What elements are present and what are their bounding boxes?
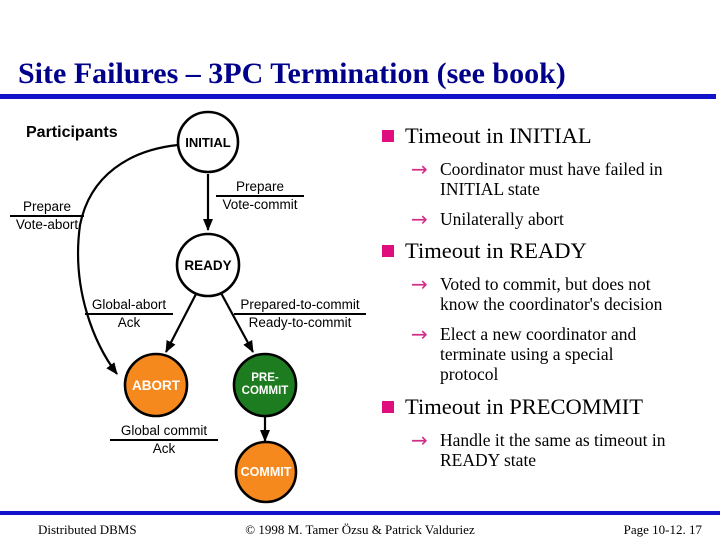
sub-bullet: → Elect a new coordinator and terminate … — [411, 324, 718, 384]
transition-response: Ready-to-commit — [248, 315, 352, 330]
transition-response: Ack — [152, 441, 176, 456]
arrow-bullet-icon: → — [411, 207, 428, 231]
transition-label-prepared-to-commit: Prepared-to-commit Ready-to-commit — [234, 298, 366, 330]
transition-label-prepare-vote-commit: Prepare Vote-commit — [216, 180, 304, 212]
footer-copyright: © 1998 M. Tamer Özsu & Patrick Valduriez — [245, 522, 475, 537]
bullet-section-timeout-precommit: Timeout in PRECOMMIT → Handle it the sam… — [380, 393, 718, 470]
state-circle-commit — [234, 440, 298, 504]
sub-bullet-text: Unilaterally abort — [440, 209, 564, 229]
transition-response: Ack — [117, 315, 141, 330]
transition-response: Vote-commit — [222, 197, 298, 212]
arrow-ready-to-abort — [165, 293, 197, 353]
arrow-bullet-icon: → — [411, 157, 428, 181]
state-circle-abort — [123, 352, 189, 418]
sub-bullet-text: Handle it the same as timeout in READY s… — [440, 430, 666, 470]
transition-message: Global-abort — [85, 298, 173, 315]
transition-message: Global commit — [110, 424, 218, 441]
state-circle-ready — [175, 232, 241, 298]
transition-label-global-abort-ack: Global-abort Ack — [85, 298, 173, 330]
bullet-title: Timeout in INITIAL — [405, 123, 592, 148]
sub-bullet: → Handle it the same as timeout in READY… — [411, 430, 718, 470]
diagram-heading: Participants — [26, 124, 118, 141]
sub-bullet: → Unilaterally abort — [411, 209, 718, 229]
sub-bullet: → Coordinator must have failed in INITIA… — [411, 159, 718, 199]
arrow-initial-to-abort — [76, 143, 179, 375]
sub-bullet-text: Elect a new coordinator and terminate us… — [440, 324, 637, 384]
footer-page-number: Page 10-12. 17 — [623, 522, 702, 537]
bullet-title: Timeout in READY — [405, 238, 587, 263]
transition-message: Prepared-to-commit — [234, 298, 366, 315]
bullet-title: Timeout in PRECOMMIT — [405, 394, 643, 419]
sub-bullet-text: Coordinator must have failed in INITIAL … — [440, 159, 663, 199]
bullet-square-icon — [382, 245, 394, 257]
sub-bullet-text: Voted to commit, but does not know the c… — [440, 274, 663, 314]
state-circle-precommit — [232, 352, 298, 418]
page-title: Site Failures – 3PC Termination (see boo… — [18, 57, 566, 90]
bullet-section-timeout-initial: Timeout in INITIAL → Coordinator must ha… — [380, 122, 718, 229]
transition-message: Prepare — [10, 200, 84, 217]
state-circle-initial — [176, 110, 240, 174]
bullet-section-timeout-ready: Timeout in READY → Voted to commit, but … — [380, 237, 718, 384]
arrow-bullet-icon: → — [411, 322, 428, 346]
arrow-bullet-icon: → — [411, 428, 428, 452]
bullet-square-icon — [382, 130, 394, 142]
transition-label-global-commit-ack: Global commit Ack — [110, 424, 218, 456]
title-underline-rule — [0, 94, 716, 99]
bullet-square-icon — [382, 401, 394, 413]
footer-course-label: Distributed DBMS — [38, 522, 137, 537]
transition-message: Prepare — [216, 180, 304, 197]
sub-bullet: → Voted to commit, but does not know the… — [411, 274, 718, 314]
transition-label-prepare-vote-abort: Prepare Vote-abort — [10, 200, 84, 232]
transition-response: Vote-abort — [15, 217, 79, 232]
footer-divider-rule — [0, 511, 720, 515]
arrow-ready-to-precommit — [220, 292, 254, 353]
arrow-bullet-icon: → — [411, 272, 428, 296]
